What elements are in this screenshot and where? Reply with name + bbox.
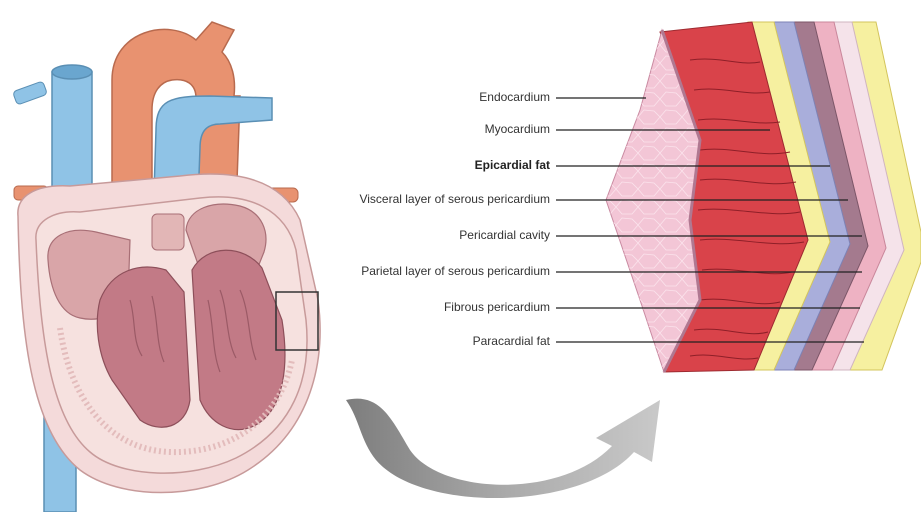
wall-cross-section bbox=[606, 22, 921, 372]
left-vessel-stub-2 bbox=[13, 81, 48, 105]
label-endocardium: Endocardium bbox=[479, 90, 550, 104]
vena-cava-opening bbox=[52, 65, 92, 79]
valve-tissue bbox=[152, 214, 184, 250]
label-epicardial-fat: Epicardial fat bbox=[475, 158, 550, 172]
heart-illustration bbox=[13, 22, 320, 512]
layer-labels: Endocardium Myocardium Epicardial fat Vi… bbox=[300, 0, 550, 512]
label-paracardial-fat: Paracardial fat bbox=[473, 334, 550, 348]
label-parietal-layer: Parietal layer of serous pericardium bbox=[361, 264, 550, 278]
label-pericardial-cavity: Pericardial cavity bbox=[459, 228, 550, 242]
label-myocardium: Myocardium bbox=[485, 122, 550, 136]
label-fibrous-pericardium: Fibrous pericardium bbox=[444, 300, 550, 314]
label-visceral-layer: Visceral layer of serous pericardium bbox=[359, 192, 550, 206]
